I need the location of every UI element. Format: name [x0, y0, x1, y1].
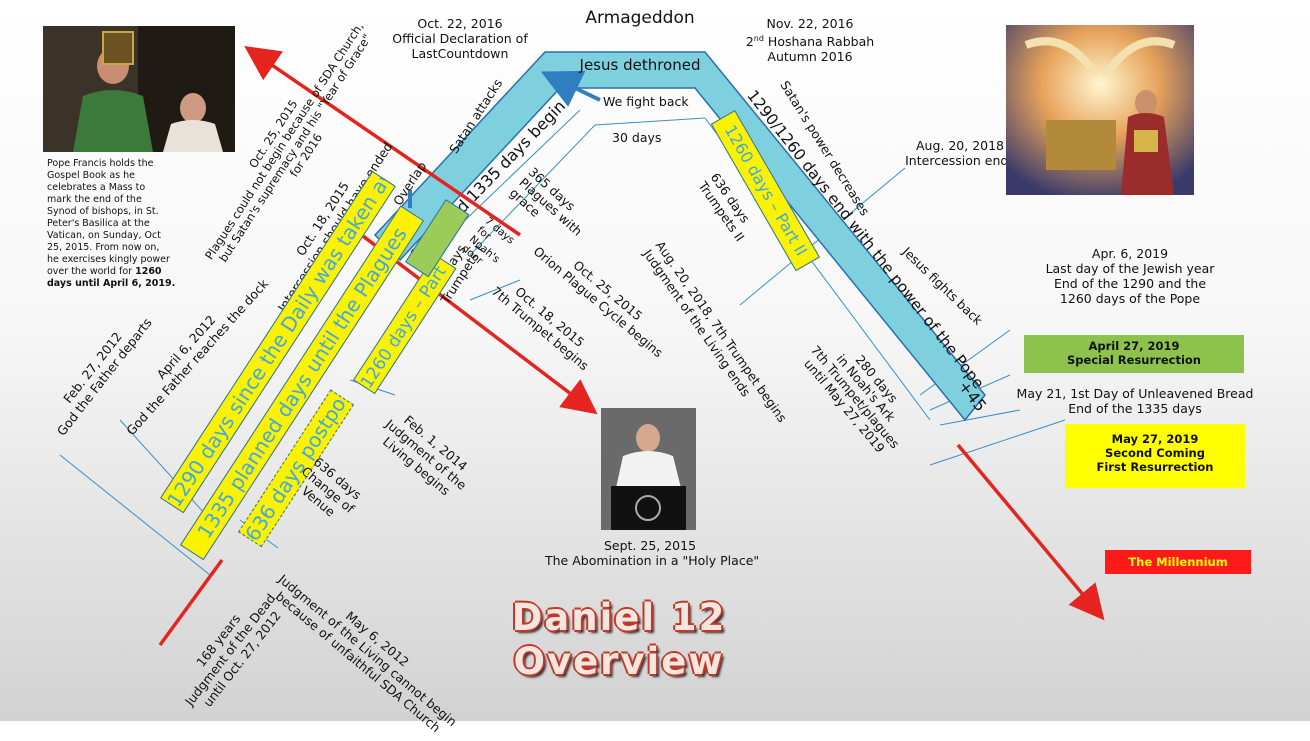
oct-2016-line3: LastCountdown — [411, 46, 509, 61]
nov-2016-line3: Autumn 2016 — [767, 49, 853, 65]
armageddon-label: Armageddon — [585, 8, 695, 28]
thirty-days-label: 30 days — [612, 130, 662, 145]
high-priest-painting — [1006, 25, 1194, 195]
oct-2016-line2: Official Declaration of — [392, 31, 528, 46]
second-coming-box: May 27, 2019 Second Coming First Resurre… — [1065, 424, 1245, 488]
apr-2019-l3: 1260 days of the Pope — [1059, 291, 1201, 306]
sept-2015-date: Sept. 25, 2015 — [603, 538, 697, 553]
oct-2016-label: Oct. 22, 2016 Official Declaration of La… — [385, 16, 535, 61]
sept-2015-label: Sept. 25, 2015 The Abomination in a "Hol… — [545, 538, 760, 568]
caption-l11: days until April 6, 2019. — [47, 278, 176, 289]
apr-2019-l2: End of the 1290 and the — [1053, 276, 1207, 291]
pope-un-image — [601, 408, 696, 530]
pope-un-photo — [601, 408, 696, 530]
special-resurrection-text: Special Resurrection — [1067, 353, 1201, 367]
caption-l3: celebrates a Mass to — [47, 182, 146, 193]
nov-2016-date: Nov. 22, 2016 — [766, 16, 854, 31]
may-21-l1: May 21, 1st Day of Unleavened Bread — [1016, 386, 1254, 401]
caption-l1: Pope Francis holds the — [47, 158, 154, 169]
page-title-line2: Overview — [513, 640, 725, 683]
apr-2019-date: Apr. 6, 2019 — [1091, 246, 1169, 261]
aug-2018-r-text: Intercession ends — [905, 153, 1015, 168]
millennium-box: The Millennium — [1105, 550, 1251, 574]
aug-2018-intercession-label: Aug. 20, 2018 Intercession ends — [900, 138, 1020, 168]
sept-2015-text: The Abomination in a "Holy Place" — [545, 553, 760, 568]
caption-l9: he exercises kingly power — [47, 254, 170, 265]
special-resurrection-box: April 27, 2019 Special Resurrection — [1024, 335, 1244, 373]
nov-2016-line2: 2nd Hoshana Rabbah — [745, 34, 875, 50]
chevron-band — [373, 51, 986, 422]
caption-l10: over the world for 1260 — [47, 266, 162, 277]
may-21-l2: End of the 1335 days — [1068, 401, 1202, 416]
nov-2016-label: Nov. 22, 2016 2nd Hoshana Rabbah Autumn … — [740, 16, 880, 64]
second-coming-l2: First Resurrection — [1096, 460, 1214, 474]
aug-2018-r-date: Aug. 20, 2018 — [915, 138, 1005, 153]
pope-gospel-image — [43, 26, 235, 152]
caption-l2: Gospel Book as he — [47, 170, 135, 181]
jesus-dethroned-label: Jesus dethroned — [579, 56, 701, 74]
oct-2016-date: Oct. 22, 2016 — [417, 16, 503, 31]
high-priest-image — [1006, 25, 1194, 195]
pope-caption: Pope Francis holds the Gospel Book as he… — [47, 158, 227, 290]
second-coming-date: May 27, 2019 — [1111, 432, 1199, 446]
apr-2019-l1: Last day of the Jewish year — [1045, 261, 1215, 276]
special-resurrection-date: April 27, 2019 — [1088, 339, 1180, 353]
caption-l4: mark the end of the — [47, 194, 142, 205]
caption-l8: 25, 2015. From now on, — [47, 242, 160, 253]
apr-2019-label: Apr. 6, 2019 Last day of the Jewish year… — [1030, 246, 1230, 306]
may-21-label: May 21, 1st Day of Unleavened Bread End … — [1015, 386, 1255, 416]
page-title-line1: Daniel 12 — [511, 596, 727, 639]
page-title: Daniel 12 Overview — [494, 596, 744, 684]
we-fight-back-label: We fight back — [603, 94, 689, 109]
second-coming-l1: Second Coming — [1105, 446, 1205, 460]
caption-l7: Vatican, on Sunday, Oct — [47, 230, 161, 241]
caption-l5: Synod of bishops, in St. — [47, 206, 159, 217]
caption-l6: Peter's Basilica at the — [47, 218, 150, 229]
pope-gospel-photo — [43, 26, 235, 152]
